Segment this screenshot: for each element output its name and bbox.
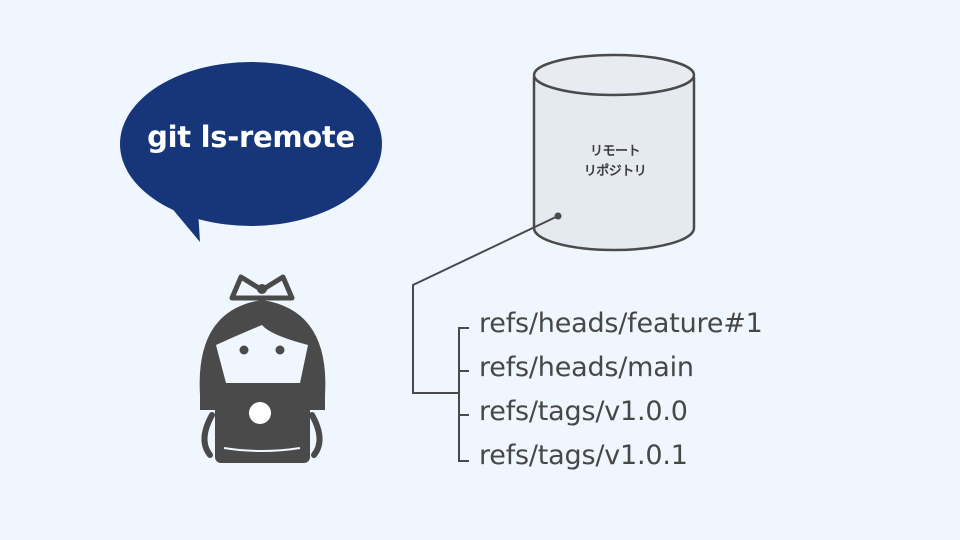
speech-bubble xyxy=(120,62,382,242)
ref-item: refs/tags/v1.0.1 xyxy=(479,440,688,471)
ref-item: refs/heads/feature#1 xyxy=(479,308,763,339)
ref-item: refs/tags/v1.0.0 xyxy=(479,396,688,427)
girl-character-icon xyxy=(199,274,326,463)
remote-repository-label-line2: リポジトリ xyxy=(583,164,647,179)
ref-item: refs/heads/main xyxy=(479,352,694,383)
remote-repository-label: リモート リポジトリ xyxy=(536,142,694,182)
speech-bubble-text: git ls-remote xyxy=(147,120,355,154)
connector-line xyxy=(412,212,562,462)
database-cylinder-icon xyxy=(532,53,696,252)
remote-repository-label-line1: リモート xyxy=(589,144,641,159)
ref-list: refs/heads/feature#1 refs/heads/main ref… xyxy=(479,304,763,480)
